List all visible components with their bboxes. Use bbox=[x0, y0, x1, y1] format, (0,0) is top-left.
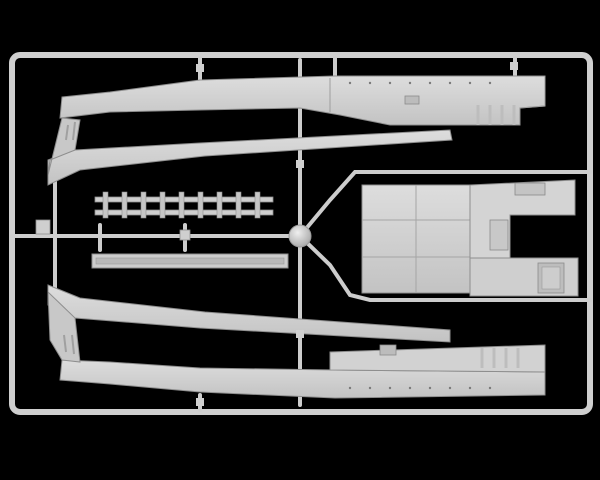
gate-stubs bbox=[196, 62, 518, 406]
small-tab bbox=[179, 229, 191, 241]
ladder-rail-part bbox=[94, 191, 274, 219]
upper-long-beam bbox=[47, 117, 453, 186]
deck-panel-part bbox=[361, 184, 471, 294]
channel-rail-part bbox=[91, 253, 289, 269]
ramp-gate-part bbox=[469, 179, 579, 297]
upper-hull-side-panel bbox=[59, 75, 546, 126]
lower-hull-side-panel bbox=[59, 344, 546, 399]
small-tab bbox=[35, 219, 51, 235]
lower-long-beam bbox=[47, 284, 451, 363]
center-hub bbox=[288, 224, 312, 248]
outer-frame bbox=[9, 52, 593, 415]
